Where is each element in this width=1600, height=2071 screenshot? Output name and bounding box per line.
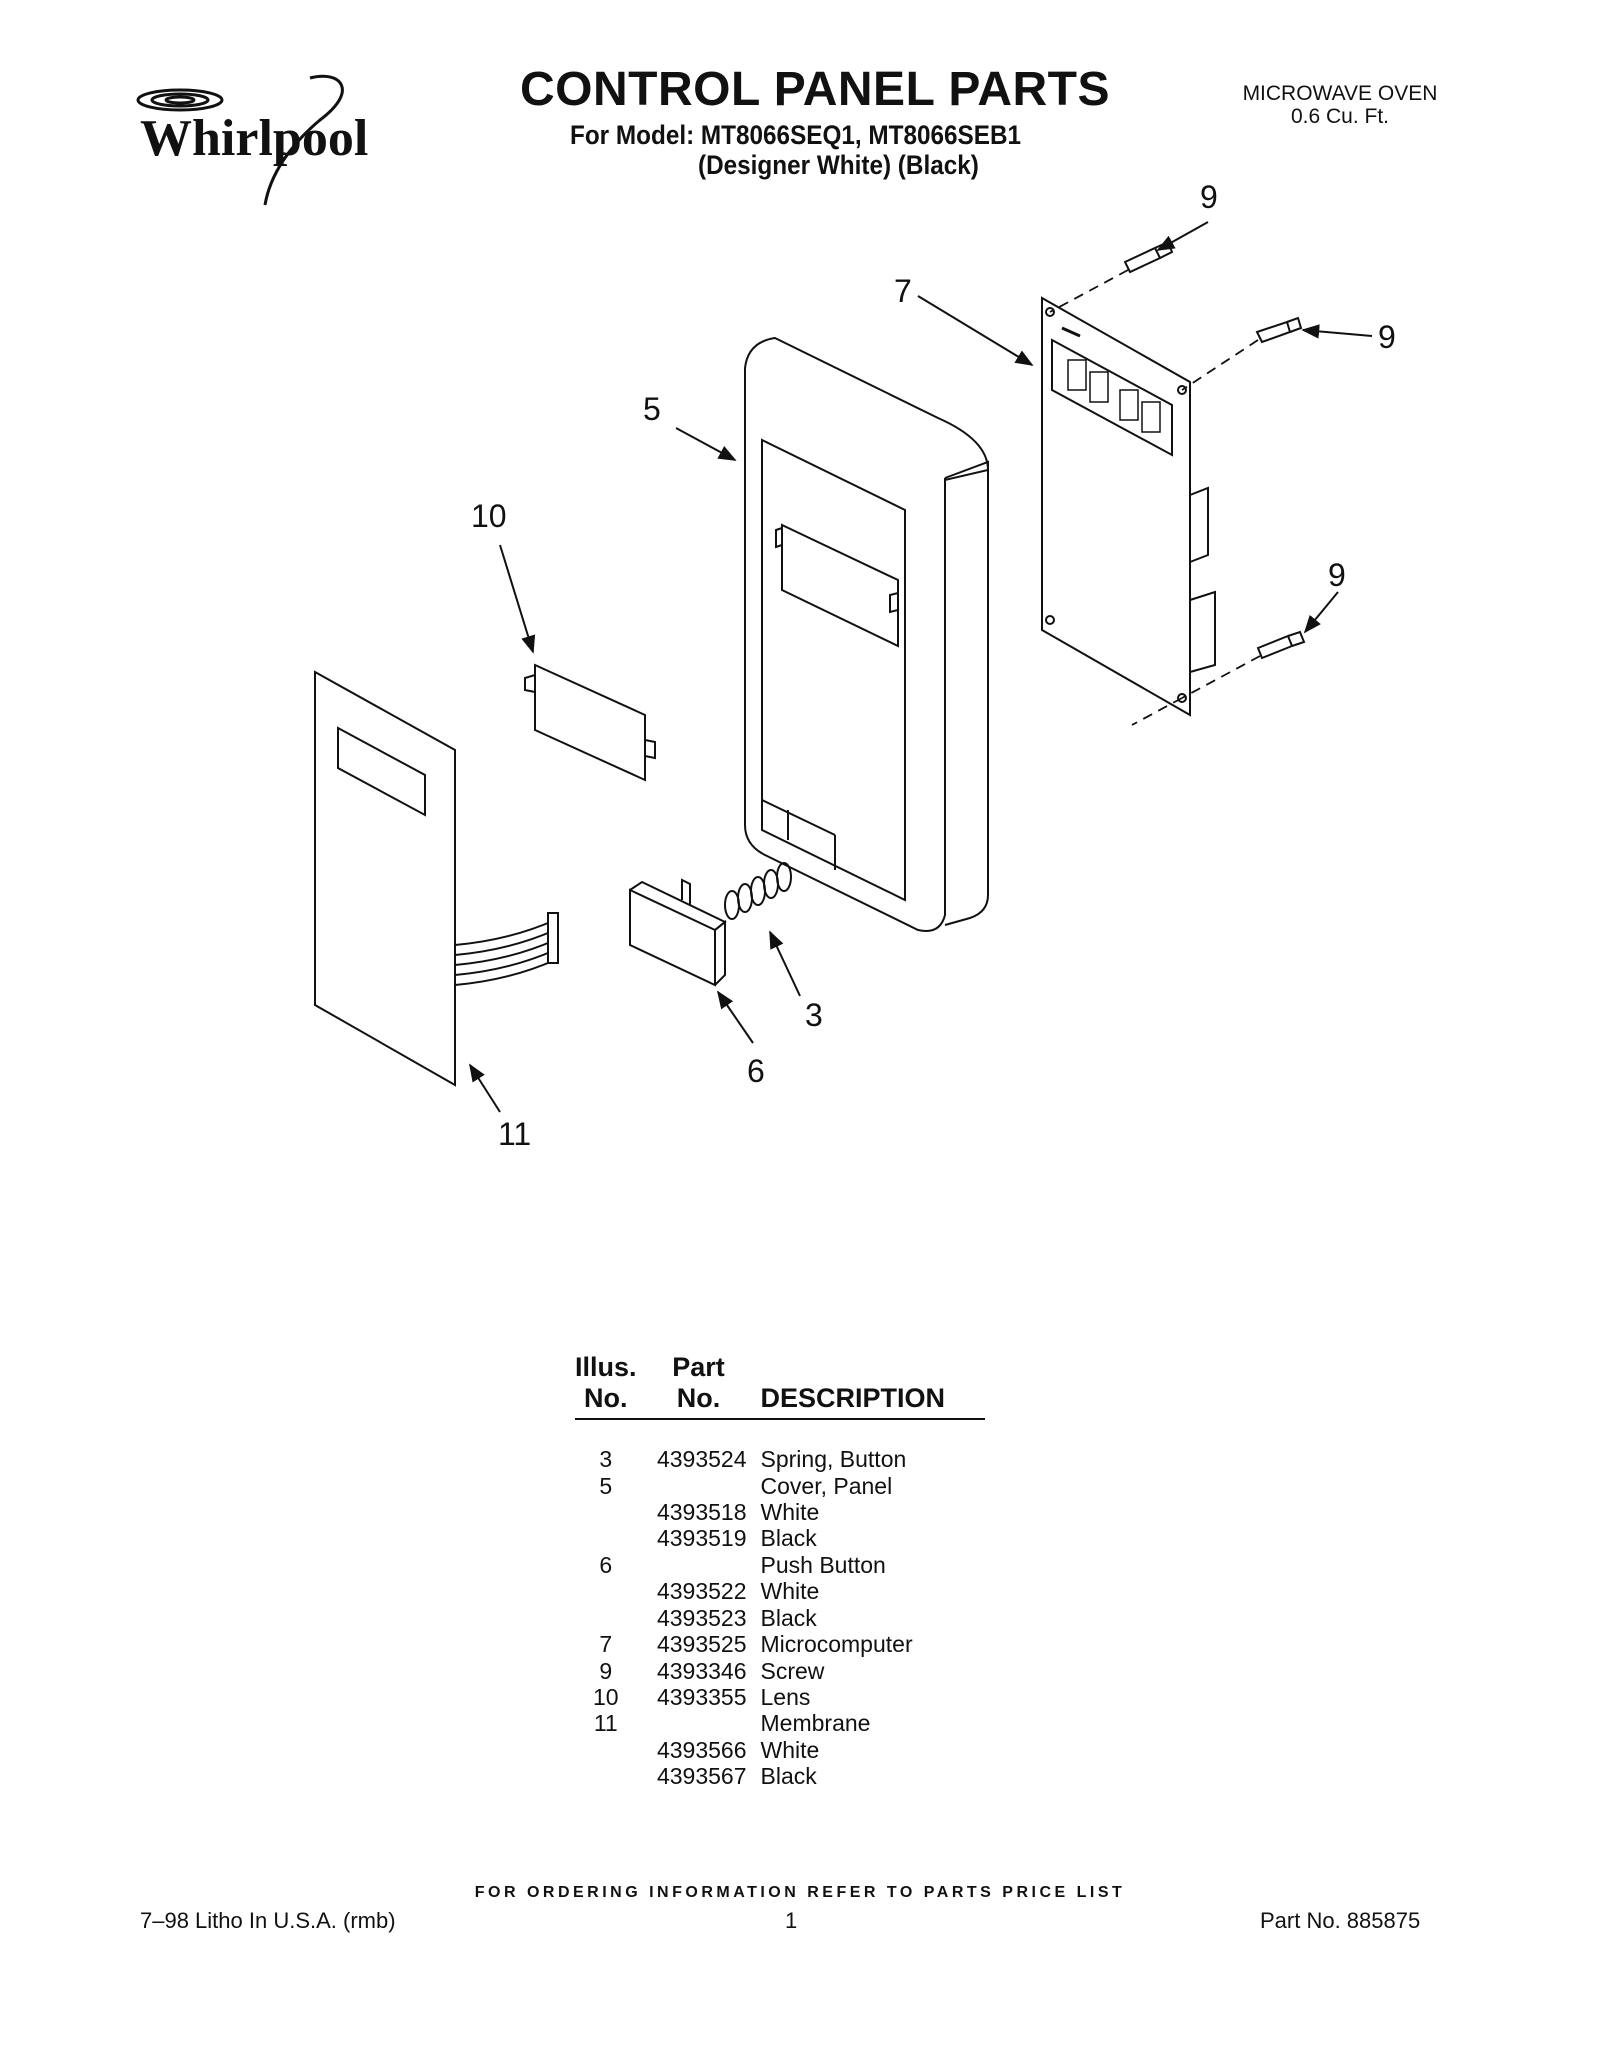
lens-part [524, 663, 656, 782]
description-cell: Lens [760, 1684, 811, 1711]
part-no-cell [637, 1710, 761, 1736]
membrane-part [314, 670, 559, 1087]
exploded-parts-diagram: 9 7 9 5 10 9 3 6 11 [314, 179, 1396, 1152]
product-capacity: 0.6 Cu. Ft. [1290, 105, 1390, 129]
table-row: 4393523 Black [575, 1605, 985, 1631]
parts-table: Illus. No. Part No. DESCRIPTION 3 4393524… [575, 1352, 986, 1790]
illus-no-cell: 10 [592, 1684, 619, 1711]
callout-10: 10 [471, 498, 507, 534]
table-row: 11 Membrane [575, 1710, 985, 1736]
illus-no-cell [575, 1763, 637, 1789]
part-no-cell: 4393522 [656, 1578, 747, 1605]
description-cell: Membrane [760, 1710, 871, 1737]
part-no-cell: 4393525 [656, 1631, 747, 1658]
table-row: 4393522 White [575, 1578, 985, 1604]
illus-no-cell: 7 [599, 1631, 613, 1658]
push-button-part [629, 878, 727, 987]
product-type: MICROWAVE OVEN [1242, 82, 1438, 105]
description-cell: Black [760, 1525, 817, 1552]
illus-no-cell [575, 1605, 637, 1631]
callout-9b: 9 [1378, 319, 1396, 355]
part-no-header: Part No. [636, 1352, 761, 1421]
spring-part [724, 862, 792, 920]
callout-9c: 9 [1328, 557, 1346, 593]
table-row: 4393518 White [575, 1499, 985, 1525]
description-cell: White [760, 1578, 820, 1605]
illus-no-cell: 11 [593, 1710, 618, 1737]
description-header-text: DESCRIPTION [760, 1383, 946, 1414]
table-row: 7 4393525 Microcomputer [575, 1631, 985, 1657]
illus-no-cell [575, 1737, 637, 1763]
callout-5: 5 [643, 391, 661, 427]
cover-panel-part [744, 336, 990, 932]
page-number: 1 [785, 1908, 798, 1933]
callout-11: 11 [498, 1116, 531, 1152]
description-cell: Screw [760, 1657, 825, 1684]
illus-header-line2: No. [584, 1383, 628, 1414]
table-row: 9 4393346 Screw [575, 1658, 985, 1684]
litho-note: 7–98 Litho In U.S.A. (rmb) [140, 1908, 396, 1933]
part-no-cell: 4393346 [656, 1657, 747, 1684]
part-no-cell: 4393355 [656, 1684, 747, 1711]
description-header: DESCRIPTION [760, 1352, 986, 1421]
callout-3: 3 [805, 997, 823, 1033]
part-no-cell [637, 1473, 761, 1499]
callout-9a: 9 [1200, 179, 1218, 215]
variant-line: (Designer White) (Black) [698, 150, 979, 180]
table-row: 10 4393355 Lens [575, 1684, 985, 1710]
svg-text:Whirlpool: Whirlpool [140, 110, 368, 167]
illus-header-line1: Illus. [575, 1352, 637, 1382]
part-header-line1: Part [672, 1352, 725, 1382]
table-row: 4393519 Black [575, 1525, 985, 1551]
description-cell: White [760, 1736, 820, 1763]
illus-no-cell: 5 [599, 1472, 613, 1499]
part-no-cell: 4393518 [656, 1498, 747, 1525]
part-no-cell [637, 1552, 761, 1578]
part-no-cell: 4393523 [656, 1604, 747, 1631]
part-no-cell: 4393566 [656, 1736, 747, 1763]
illus-no-cell [575, 1499, 637, 1525]
document-part-number: Part No. 885875 [1260, 1908, 1421, 1933]
illus-no-cell [575, 1578, 637, 1604]
part-no-cell: 4393524 [656, 1446, 747, 1473]
description-cell: Spring, Button [760, 1446, 907, 1473]
description-cell: Black [760, 1604, 817, 1631]
product-info: MICROWAVE OVEN 0.6 Cu. Ft. [1230, 82, 1450, 128]
illus-no-cell: 9 [599, 1657, 613, 1684]
ordering-note: FOR ORDERING INFORMATION REFER TO PARTS … [474, 1884, 1126, 1901]
description-cell: Cover, Panel [760, 1472, 893, 1499]
whirlpool-logo: Whirlpool [136, 74, 368, 206]
part-no-cell: 4393567 [656, 1763, 747, 1790]
callout-7: 7 [894, 273, 912, 309]
description-cell: White [760, 1498, 820, 1525]
part-header-line2: No. [676, 1383, 721, 1414]
page-title: CONTROL PANEL PARTS [520, 63, 1110, 116]
table-row: 3 4393524 Spring, Button [575, 1446, 985, 1472]
microcomputer-part [1041, 296, 1216, 717]
table-row: 5 Cover, Panel [575, 1473, 985, 1499]
parts-table-header: Illus. No. Part No. DESCRIPTION [575, 1352, 986, 1421]
illus-no-header: Illus. No. [575, 1352, 637, 1421]
illus-no-cell [575, 1525, 637, 1551]
table-row: 6 Push Button [575, 1552, 985, 1578]
illus-no-cell: 3 [599, 1446, 613, 1473]
model-line: For Model: MT8066SEQ1, MT8066SEB1 [570, 120, 1022, 150]
description-cell: Push Button [760, 1551, 886, 1578]
table-row: 4393567 Black [575, 1763, 985, 1789]
description-cell: Microcomputer [760, 1631, 913, 1658]
description-cell: Black [760, 1763, 817, 1790]
callout-6: 6 [747, 1053, 765, 1089]
illus-no-cell: 6 [599, 1551, 613, 1578]
part-no-cell: 4393519 [656, 1525, 747, 1552]
table-row: 4393566 White [575, 1737, 985, 1763]
